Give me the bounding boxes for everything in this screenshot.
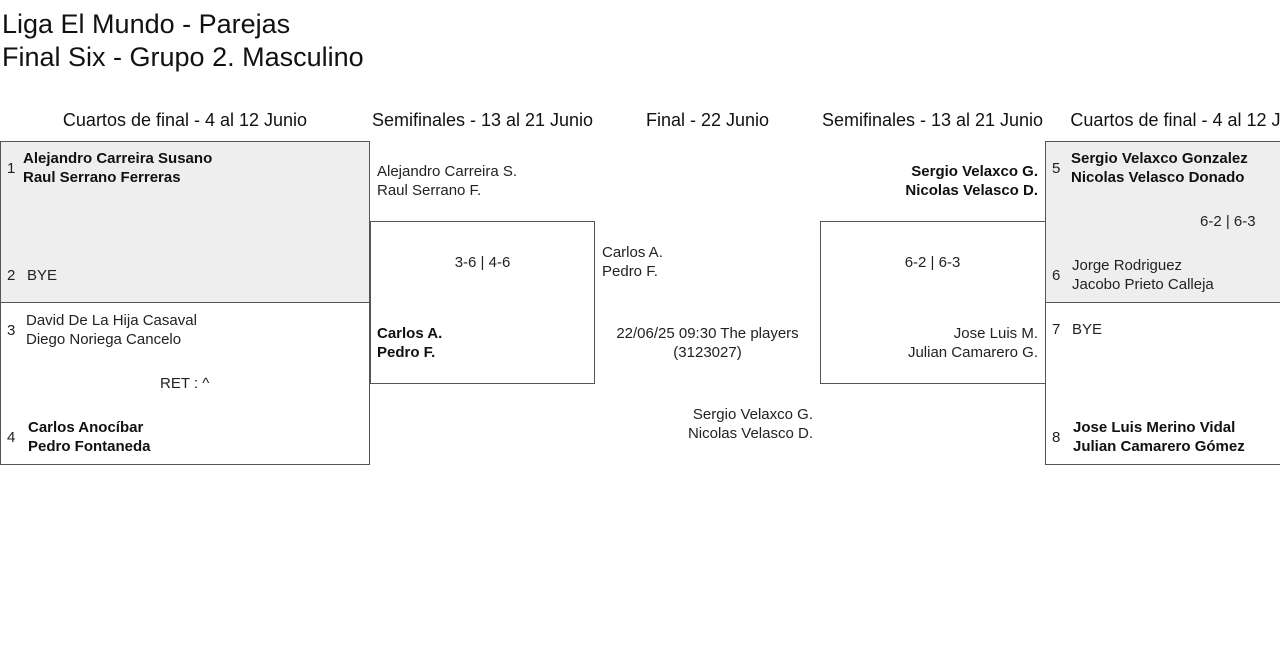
team-carlos-pedro[interactable]: Carlos Anocíbar Pedro Fontaneda xyxy=(28,418,151,456)
match-score: RET : ^ xyxy=(160,375,210,392)
semi-right-team-b[interactable]: Jose Luis M. Julian Camarero G. xyxy=(908,324,1038,362)
semi-left-team-a[interactable]: Alejandro Carreira S. Raul Serrano F. xyxy=(377,162,517,200)
seed-number: 1 xyxy=(7,160,16,177)
player-name: Nicolas Velasco Donado xyxy=(1071,169,1245,186)
player-name: Sergio Velaxco G. xyxy=(692,406,813,423)
player-name: Raul Serrano F. xyxy=(377,182,482,199)
match-score: 6-2 | 6-3 xyxy=(904,254,961,271)
team-sergio-nicolas[interactable]: Sergio Velaxco Gonzalez Nicolas Velasco … xyxy=(1071,149,1248,187)
player-name: BYE xyxy=(1072,321,1103,338)
seed-number: 8 xyxy=(1052,429,1061,446)
player-name: Julian Camarero Gómez xyxy=(1073,438,1245,455)
team-bye: BYE xyxy=(27,266,57,285)
header-left-quarters: Cuartos de final - 4 al 12 Junio xyxy=(62,110,308,130)
player-name: Carlos A. xyxy=(377,325,443,342)
player-name: Pedro F. xyxy=(602,263,658,280)
header-right-quarters: Cuartos de final - 4 al 12 Junio xyxy=(1070,110,1280,130)
seed-number: 4 xyxy=(7,429,16,446)
page-subtitle: Final Six - Grupo 2. Masculino xyxy=(2,42,364,72)
semi-right-team-a[interactable]: Sergio Velaxco G. Nicolas Velasco D. xyxy=(905,162,1038,200)
seed-number: 7 xyxy=(1052,321,1061,338)
final-team-a[interactable]: Carlos A. Pedro F. xyxy=(602,243,663,281)
final-team-b[interactable]: Sergio Velaxco G. Nicolas Velasco D. xyxy=(688,405,813,443)
right-quarter-match-1[interactable] xyxy=(1045,141,1280,303)
final-match-info: 22/06/25 09:30 The players (3123027) xyxy=(595,324,820,362)
team-bye: BYE xyxy=(1072,320,1102,339)
player-name: Carlos A. xyxy=(602,244,663,261)
left-quarter-match-2[interactable] xyxy=(0,302,370,465)
player-name: Sergio Velaxco G. xyxy=(911,163,1038,180)
header-left-semis: Semifinales - 13 al 21 Junio xyxy=(371,110,594,130)
semi-left-team-b[interactable]: Carlos A. Pedro F. xyxy=(377,324,442,362)
player-name: Nicolas Velasco D. xyxy=(905,182,1038,199)
player-name: Jorge Rodriguez xyxy=(1072,257,1183,274)
player-name: Alejandro Carreira S. xyxy=(377,163,518,180)
header-right-semis: Semifinales - 13 al 21 Junio xyxy=(821,110,1044,130)
page-title: Liga El Mundo - Parejas xyxy=(2,9,291,39)
player-name: Pedro F. xyxy=(377,344,436,361)
seed-number: 5 xyxy=(1052,160,1061,177)
player-name: Nicolas Velasco D. xyxy=(687,425,813,442)
player-name: David De La Hija Casaval xyxy=(26,312,197,329)
team-alejandro-raul[interactable]: Alejandro Carreira Susano Raul Serrano F… xyxy=(23,149,212,187)
player-name: Pedro Fontaneda xyxy=(28,438,151,455)
match-id: (3123027) xyxy=(673,344,742,361)
header-final: Final - 22 Junio xyxy=(645,110,770,130)
match-datetime: 22/06/25 09:30 The players xyxy=(616,325,799,342)
player-name: Julian Camarero G. xyxy=(907,344,1038,361)
left-quarter-match-1[interactable] xyxy=(0,141,370,303)
player-name: Carlos Anocíbar xyxy=(28,419,144,436)
match-score: 3-6 | 4-6 xyxy=(454,254,511,271)
player-name: Jacobo Prieto Calleja xyxy=(1072,276,1214,293)
player-name: Jose Luis M. xyxy=(953,325,1038,342)
player-name: Sergio Velaxco Gonzalez xyxy=(1071,150,1248,167)
player-name: Diego Noriega Cancelo xyxy=(26,331,182,348)
team-jorge-jacobo[interactable]: Jorge Rodriguez Jacobo Prieto Calleja xyxy=(1072,256,1214,294)
team-david-diego[interactable]: David De La Hija Casaval Diego Noriega C… xyxy=(26,311,197,349)
seed-number: 3 xyxy=(7,322,16,339)
team-jose-julian[interactable]: Jose Luis Merino Vidal Julian Camarero G… xyxy=(1073,418,1245,456)
match-score: 6-2 | 6-3 xyxy=(1200,213,1256,230)
player-name: BYE xyxy=(27,267,58,284)
player-name: Jose Luis Merino Vidal xyxy=(1073,419,1236,436)
seed-number: 6 xyxy=(1052,267,1061,284)
player-name: Raul Serrano Ferreras xyxy=(23,169,181,186)
player-name: Alejandro Carreira Susano xyxy=(23,150,213,167)
left-semi-match[interactable] xyxy=(370,221,595,384)
seed-number: 2 xyxy=(7,267,16,284)
right-quarter-match-2[interactable] xyxy=(1045,302,1280,465)
